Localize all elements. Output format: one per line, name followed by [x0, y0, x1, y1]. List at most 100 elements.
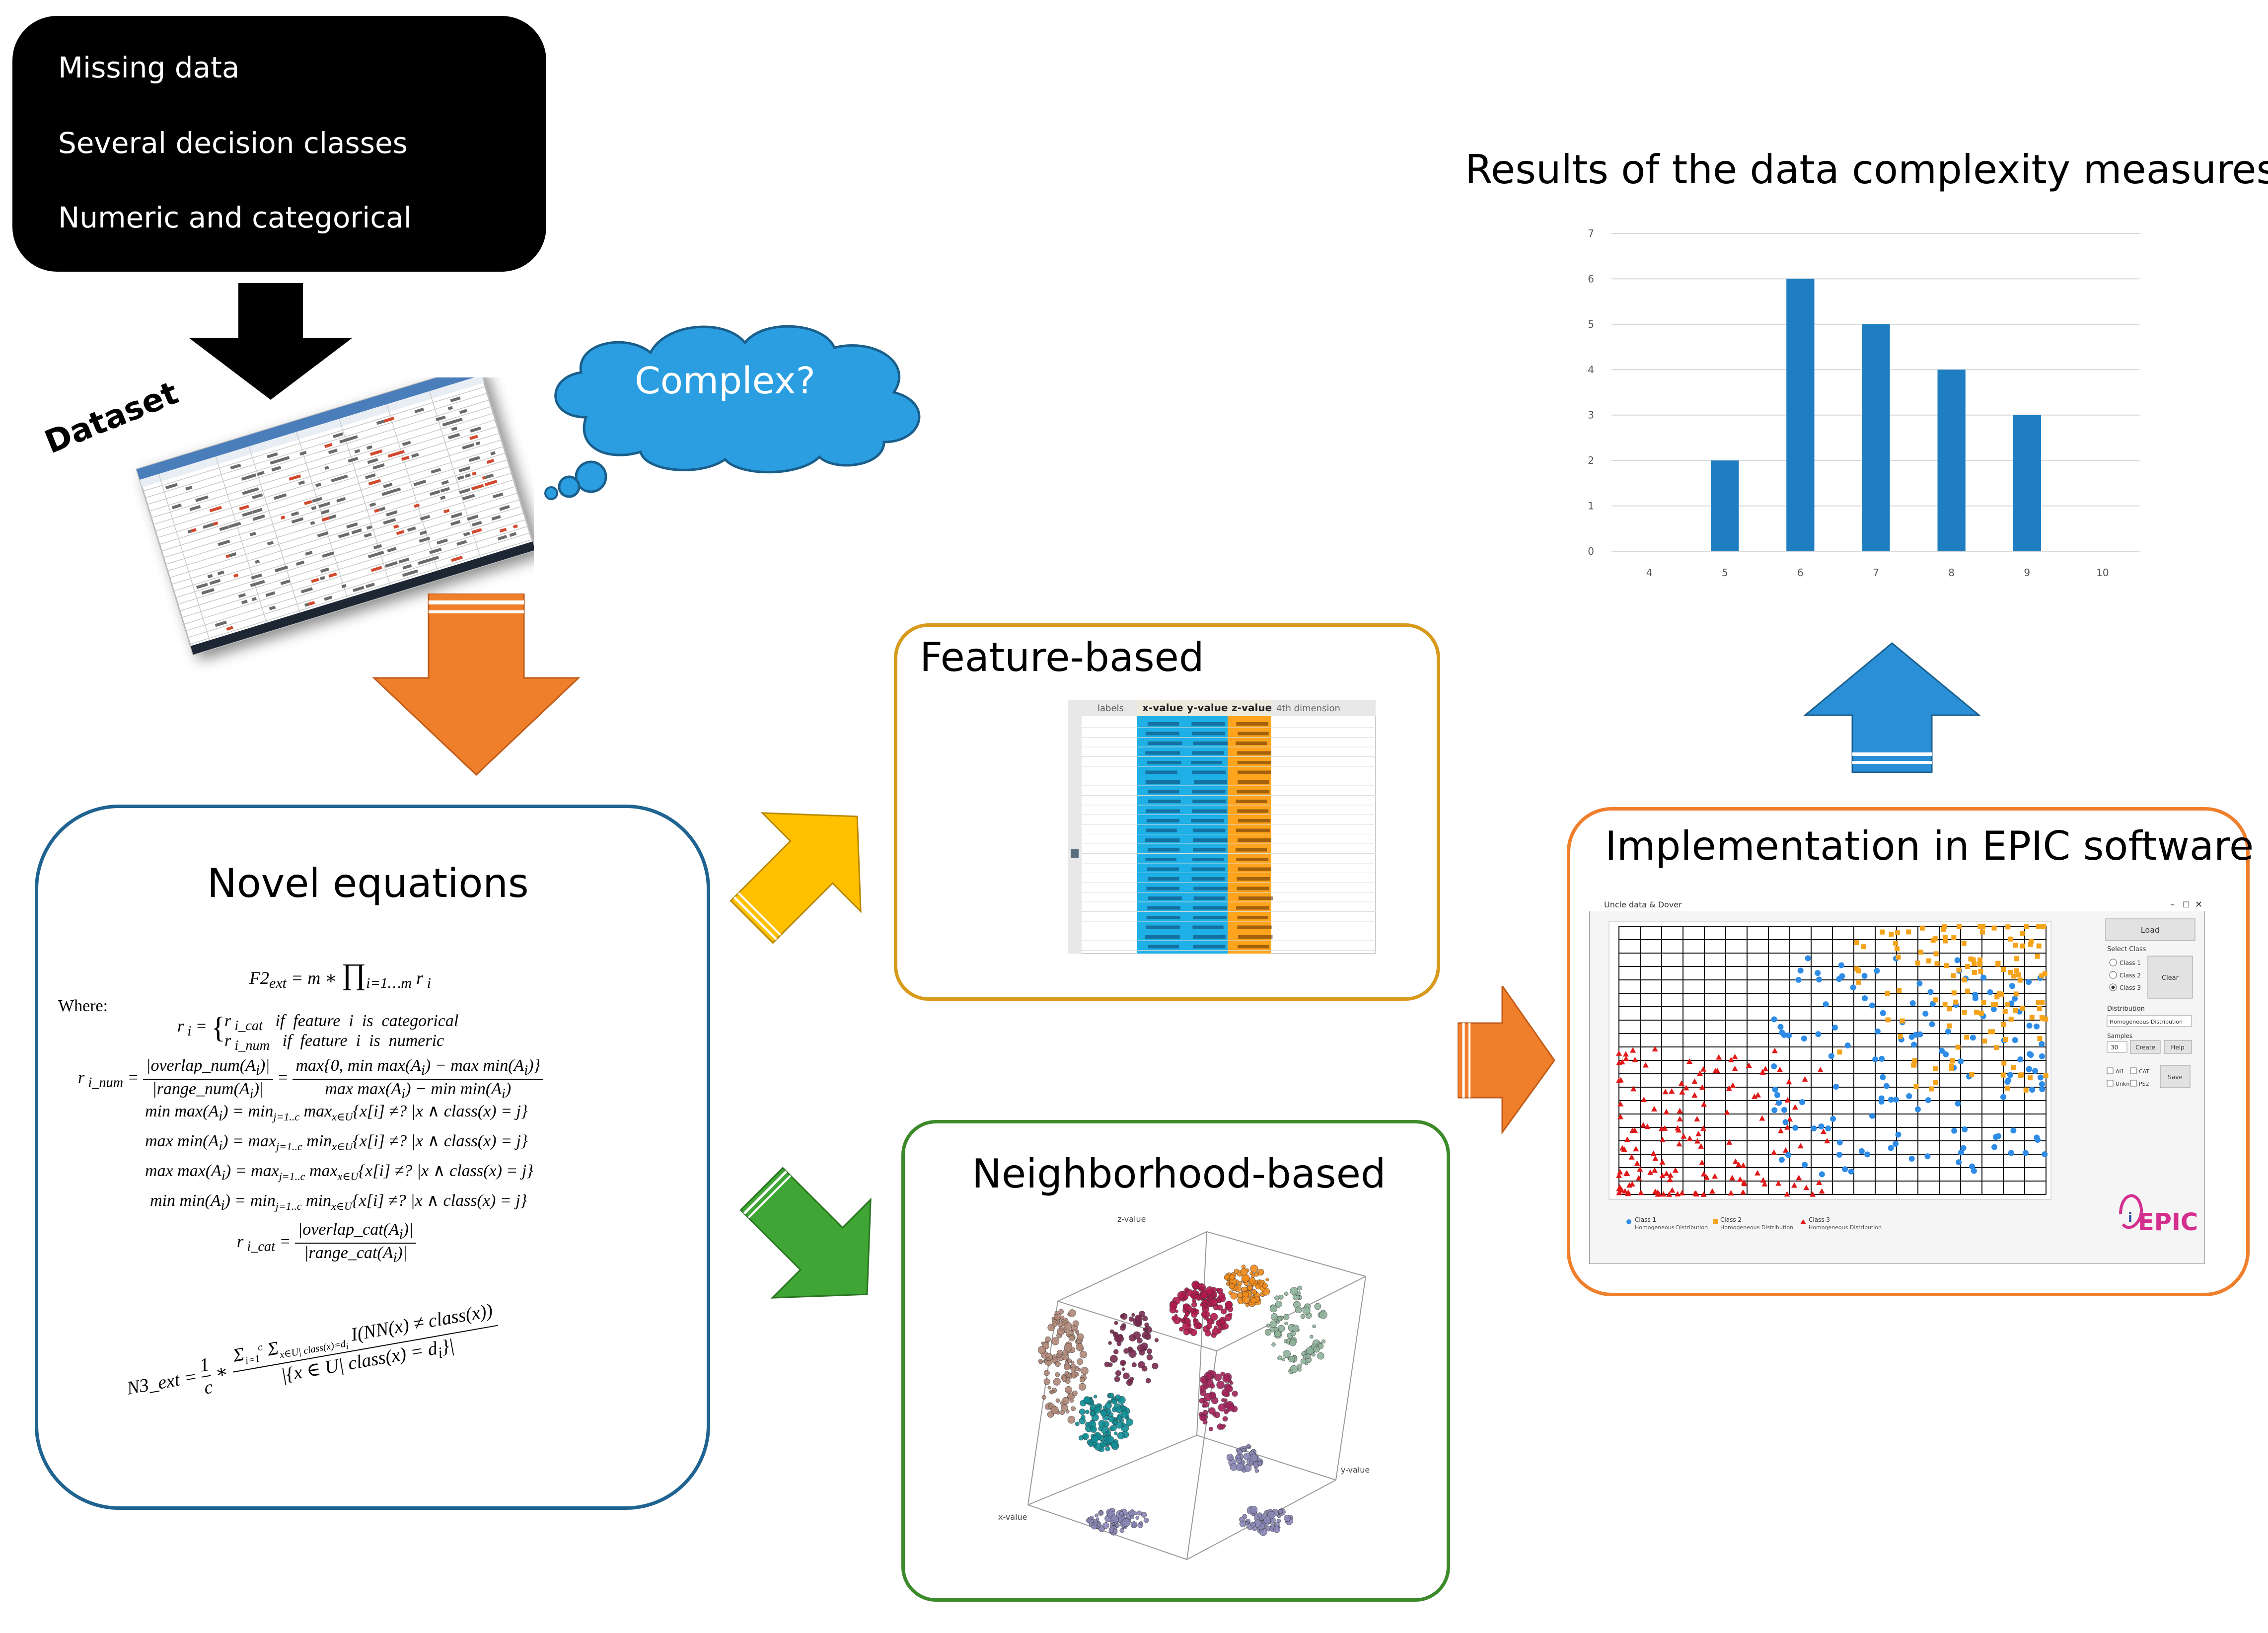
feature-based-title: Feature-based — [920, 634, 1204, 680]
legend-class-1-sub: Homogeneous Distribution — [1635, 1224, 1708, 1231]
distribution-select[interactable] — [2107, 1015, 2192, 1027]
novel-equations-panel: Novel equations F2ext = m ∗ ∏i=1…m r i W… — [35, 805, 710, 1510]
y-tick-label: 6 — [1588, 273, 1594, 285]
y-tick-label: 3 — [1588, 409, 1594, 421]
epic-software-window: Uncle data & Dover – ☐ ✕ Class 1 Homogen… — [1589, 896, 2205, 1264]
y-tick-label: 2 — [1588, 454, 1594, 466]
select-class-label: Select Class — [2107, 946, 2146, 953]
arrow-to-results — [1803, 642, 1981, 773]
x-value-column — [1137, 716, 1183, 954]
equation-ri-cat-case: r i_cat if feature i is categorical — [224, 1012, 459, 1034]
equation-ri: r i = { — [177, 1011, 225, 1044]
arrow-to-feature-based — [730, 812, 862, 944]
property-missing-data: Missing data — [58, 51, 240, 84]
equation-ri-num: r i_num = |overlap_num(Ai)| |range_num(A… — [78, 1056, 544, 1102]
class-3-radio-label: Class 3 — [2120, 984, 2141, 991]
cloud-bubble-small — [544, 486, 558, 500]
feature-table: labels x-value y-value z-value 4th dimen… — [1068, 700, 1376, 954]
x-tick-label: 5 — [1722, 567, 1728, 579]
equation-maxmax: max max(Ai) = maxj=1..c maxx∈U{x[i] ≠? |… — [145, 1162, 533, 1184]
help-button-label: Help — [2171, 1044, 2184, 1051]
col-labels: labels — [1097, 703, 1124, 714]
help-button[interactable] — [2164, 1040, 2192, 1054]
arrow-to-neighborhood-based — [739, 1167, 872, 1299]
x-tick-label: 10 — [2096, 567, 2109, 579]
col-z-value: z-value — [1232, 702, 1272, 714]
samples-input-value: 30 — [2111, 1044, 2118, 1051]
svg-text:i: i — [2128, 1210, 2132, 1225]
x-tick-label: 9 — [2024, 567, 2030, 579]
col-x-value: x-value — [1142, 702, 1183, 714]
y-tick-label: 0 — [1588, 545, 1594, 557]
y-tick-label: 5 — [1588, 318, 1594, 330]
maximize-icon[interactable]: ☐ — [2183, 900, 2190, 909]
y-value-column — [1183, 716, 1228, 954]
cloud-label: Complex? — [635, 360, 815, 402]
equation-f2ext: F2ext = m ∗ ∏i=1…m r i — [249, 958, 431, 992]
unkn-checkbox-label: Unkn — [2116, 1081, 2129, 1087]
ps2-checkbox-label: PS2 — [2139, 1081, 2149, 1087]
axis-z-label: z-value — [1117, 1214, 1146, 1224]
class-2-radio-label: Class 2 — [2120, 972, 2141, 979]
novel-equations-title: Novel equations — [207, 860, 529, 906]
scatter-3d: z-value y-value x-value — [998, 1214, 1370, 1560]
bar — [1937, 370, 1966, 551]
axis-y-label: y-value — [1341, 1465, 1370, 1475]
class-1-radio[interactable] — [2109, 959, 2117, 966]
dataset-screenshot — [136, 377, 534, 656]
equation-where: Where: — [58, 997, 108, 1015]
property-numeric-categorical: Numeric and categorical — [58, 201, 412, 234]
y-tick-label: 4 — [1588, 364, 1594, 375]
legend-class-1: Class 1 — [1635, 1216, 1656, 1223]
minimize-icon[interactable]: – — [2170, 899, 2175, 910]
equation-n3ext: N3_ext = 1 c ∗ Σi=1c Σx∈U| class(x)=di I… — [123, 1299, 503, 1416]
clear-button[interactable] — [2147, 956, 2193, 999]
bar — [1786, 279, 1815, 551]
x-tick-label: 7 — [1873, 567, 1879, 579]
down-arrow-black — [189, 283, 353, 400]
class-2-radio[interactable] — [2109, 971, 2117, 979]
equation-minmin: min min(Ai) = minj=1..c minx∈U{x[i] ≠? |… — [150, 1191, 527, 1213]
ps2-checkbox[interactable] — [2130, 1080, 2137, 1087]
axis-x-label: x-value — [998, 1512, 1027, 1522]
samples-input[interactable] — [2107, 1041, 2127, 1053]
equation-ri-cat: r i_cat = |overlap_cat(Ai)| |range_cat(A… — [237, 1220, 417, 1266]
legend-class-3-sub: Homogeneous Distribution — [1809, 1224, 1882, 1231]
epic-legend: Class 1 Homogeneous Distribution Class 2… — [1626, 1216, 1882, 1231]
ai1-checkbox[interactable] — [2107, 1067, 2114, 1074]
load-button[interactable] — [2105, 918, 2195, 941]
epic-logo-text: EPIC — [2138, 1208, 2198, 1236]
arrow-to-implementation — [1458, 986, 1555, 1135]
create-button-label: Create — [2135, 1044, 2155, 1051]
save-button[interactable] — [2160, 1065, 2191, 1088]
legend-class-2-sub: Homogeneous Distribution — [1720, 1224, 1793, 1231]
cat-checkbox-label: CAT — [2139, 1068, 2149, 1075]
equation-maxmin: max min(Ai) = maxj=1..c minx∈U{x[i] ≠? |… — [145, 1132, 528, 1154]
ai1-checkbox-label: AI1 — [2116, 1068, 2124, 1075]
thought-cloud: Complex? — [544, 325, 921, 500]
equation-minmax: min max(Ai) = minj=1..c maxx∈U{x[i] ≠? |… — [145, 1102, 528, 1124]
close-icon[interactable]: ✕ — [2195, 899, 2202, 910]
unkn-checkbox[interactable] — [2107, 1080, 2114, 1087]
results-title: Results of the data complexity measures — [1465, 147, 2268, 193]
bar — [2013, 415, 2041, 551]
input-properties-box: Missing data Several decision classes Nu… — [12, 16, 546, 272]
bar — [1862, 324, 1890, 551]
col-4th-dimension: 4th dimension — [1276, 703, 1340, 714]
cloud-bubble-large — [575, 460, 607, 493]
window-title: Uncle data & Dover — [1604, 900, 1682, 909]
cloud-bubble-medium — [558, 475, 581, 498]
equation-ri-num-case: r i_num if feature i is numeric — [224, 1032, 444, 1053]
cat-checkbox[interactable] — [2130, 1067, 2137, 1074]
col-y-value: y-value — [1187, 702, 1228, 714]
neighborhood-based-panel: Neighborhood-based — [901, 1120, 1450, 1602]
distribution-label: Distribution — [2107, 1005, 2145, 1013]
clear-button-label: Clear — [2162, 974, 2179, 982]
samples-label: Samples — [2107, 1033, 2132, 1039]
down-arrow-orange — [372, 594, 581, 776]
create-button[interactable] — [2130, 1040, 2161, 1054]
property-decision-classes: Several decision classes — [58, 126, 408, 160]
x-tick-label: 6 — [1797, 567, 1804, 579]
epic-logo: i EPIC — [2119, 1194, 2198, 1236]
